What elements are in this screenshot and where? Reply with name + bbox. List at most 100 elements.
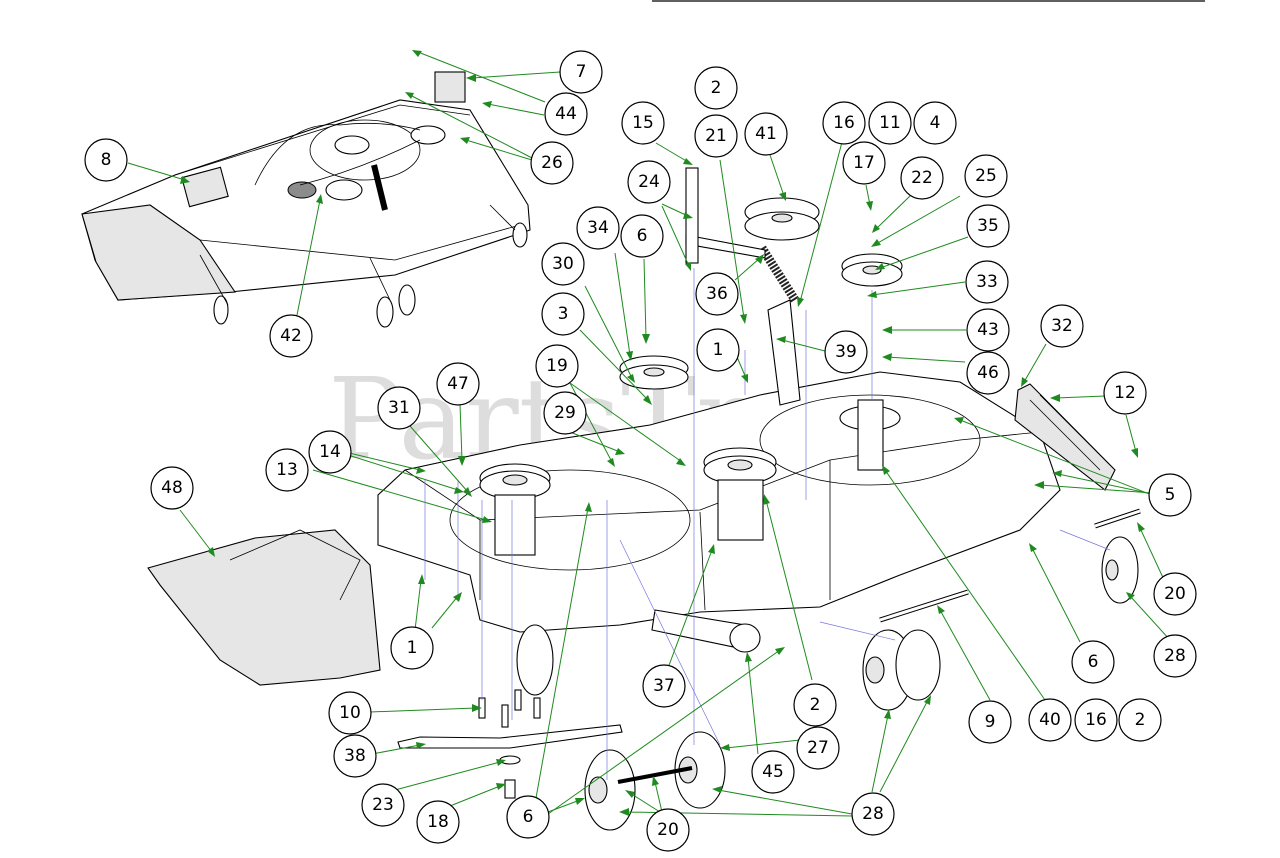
pulley-35 <box>841 253 903 287</box>
callout-44: 44 <box>544 92 588 136</box>
callout-24: 24 <box>627 160 671 204</box>
callout-label: 44 <box>555 104 577 124</box>
callout-label: 10 <box>339 703 361 723</box>
callout-46: 46 <box>966 351 1010 395</box>
callout-21: 21 <box>694 114 738 158</box>
callout-16: 16 <box>1074 698 1118 742</box>
callout-label: 38 <box>344 746 366 766</box>
callout-40: 40 <box>1028 698 1072 742</box>
callout-label: 33 <box>976 272 998 292</box>
callout-label: 2 <box>711 78 722 98</box>
leader-lines <box>127 50 1171 817</box>
left-pulley <box>479 463 551 556</box>
callout-10: 10 <box>328 691 372 735</box>
callout-3: 3 <box>541 292 585 336</box>
callout-2: 2 <box>793 683 837 727</box>
callout-label: 29 <box>554 403 576 423</box>
callout-26: 26 <box>530 141 574 185</box>
assembly-axis-lines <box>424 268 1111 780</box>
callout-label: 1 <box>407 638 418 658</box>
right-spindle <box>839 399 901 471</box>
callout-23: 23 <box>361 783 405 827</box>
callout-label: 34 <box>587 218 609 238</box>
callout-label: 48 <box>161 478 183 498</box>
callout-29: 29 <box>543 391 587 435</box>
callout-label: 22 <box>911 168 933 188</box>
callout-label: 15 <box>632 113 654 133</box>
callout-label: 20 <box>1164 584 1186 604</box>
callout-label: 6 <box>637 226 648 246</box>
callout-2: 2 <box>1118 698 1162 742</box>
idler-bracket <box>767 299 801 406</box>
callout-label: 37 <box>653 676 675 696</box>
gauge-wheel <box>1101 536 1139 604</box>
callout-14: 14 <box>308 430 352 474</box>
callout-label: 25 <box>975 166 997 186</box>
callout-28: 28 <box>1153 634 1197 678</box>
callout-32: 32 <box>1040 304 1084 348</box>
callout-45: 45 <box>751 750 795 794</box>
callout-label: 2 <box>810 695 821 715</box>
callout-9: 9 <box>968 700 1012 744</box>
callout-label: 42 <box>280 326 302 346</box>
gauge-wheel <box>584 749 636 831</box>
callout-label: 28 <box>1164 646 1186 666</box>
callout-35: 35 <box>966 204 1010 248</box>
callout-label: 46 <box>977 363 999 383</box>
mower-blade <box>397 724 623 749</box>
callout-22: 22 <box>900 156 944 200</box>
callout-label: 26 <box>541 153 563 173</box>
callout-43: 43 <box>966 308 1010 352</box>
callout-label: 36 <box>706 284 728 304</box>
callout-label: 32 <box>1051 316 1073 336</box>
callout-label: 6 <box>1088 652 1099 672</box>
callout-label: 27 <box>807 738 829 758</box>
callout-39: 39 <box>824 330 868 374</box>
callout-label: 23 <box>372 795 394 815</box>
center-pulley <box>703 447 777 541</box>
callout-20: 20 <box>646 808 690 852</box>
callout-5: 5 <box>1148 473 1192 517</box>
callout-41: 41 <box>744 112 788 156</box>
callout-13: 13 <box>265 448 309 492</box>
tension-spring <box>758 245 799 303</box>
callout-label: 16 <box>1085 710 1107 730</box>
callout-31: 31 <box>377 386 421 430</box>
callout-20: 20 <box>1153 572 1197 616</box>
callout-label: 35 <box>977 216 999 236</box>
callout-30: 30 <box>541 242 585 286</box>
callout-27: 27 <box>796 726 840 770</box>
callout-label: 1 <box>713 340 724 360</box>
callout-label: 40 <box>1039 710 1061 730</box>
callout-18: 18 <box>416 800 460 844</box>
callout-label: 47 <box>447 374 469 394</box>
callout-label: 5 <box>1165 485 1176 505</box>
callout-12: 12 <box>1103 371 1147 415</box>
callout-15: 15 <box>621 101 665 145</box>
callout-1: 1 <box>390 626 434 670</box>
callout-34: 34 <box>576 206 620 250</box>
callout-7: 7 <box>559 50 603 94</box>
callout-28: 28 <box>851 792 895 836</box>
callout-label: 24 <box>638 172 660 192</box>
callout-label: 43 <box>977 320 999 340</box>
callout-19: 19 <box>535 344 579 388</box>
callout-1: 1 <box>696 328 740 372</box>
callout-label: 17 <box>853 153 875 173</box>
callout-17: 17 <box>842 141 886 185</box>
gauge-wheel <box>895 629 941 701</box>
callout-label: 45 <box>762 762 784 782</box>
gauge-wheel <box>516 624 554 696</box>
callout-25: 25 <box>964 154 1008 198</box>
callout-label: 8 <box>101 150 112 170</box>
callout-11: 11 <box>868 101 912 145</box>
callout-48: 48 <box>150 466 194 510</box>
callout-4: 4 <box>913 101 957 145</box>
callout-label: 14 <box>319 442 341 462</box>
callout-6: 6 <box>1071 640 1115 684</box>
callout-47: 47 <box>436 362 480 406</box>
callout-label: 3 <box>558 304 569 324</box>
callout-label: 9 <box>985 712 996 732</box>
callout-37: 37 <box>642 664 686 708</box>
callout-38: 38 <box>333 734 377 778</box>
